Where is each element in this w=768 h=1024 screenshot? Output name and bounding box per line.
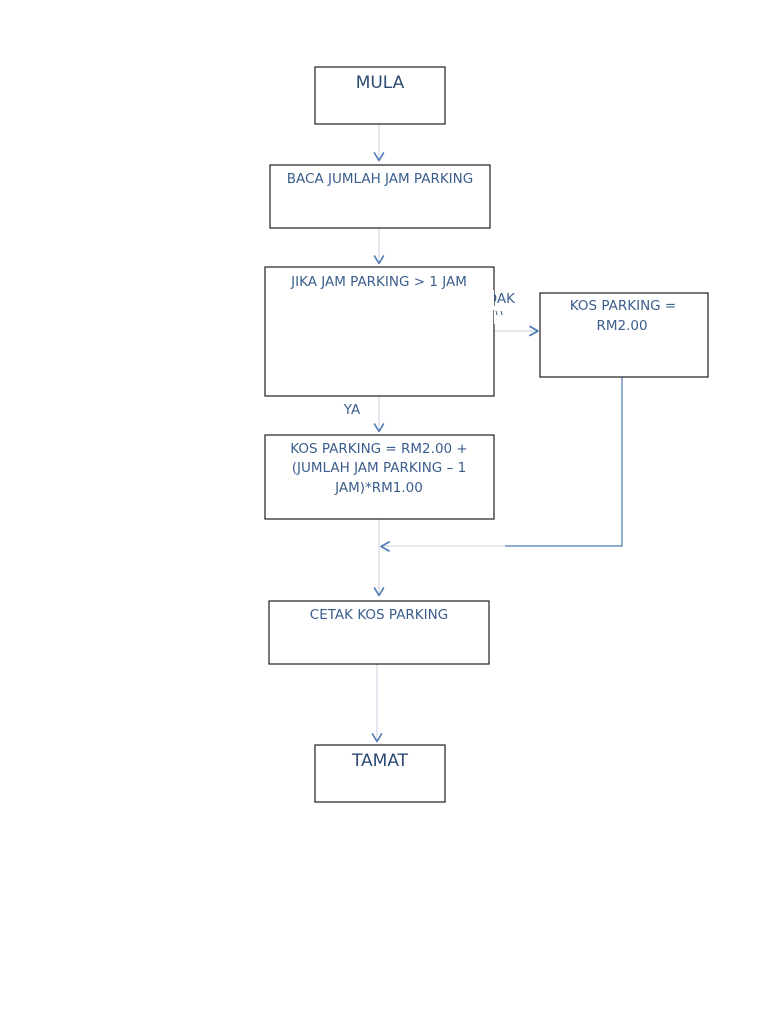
connectors: [376, 124, 623, 740]
arrowhead-right-icon: [529, 325, 539, 337]
node-decision: JIKA JAM PARKING > 1 JAM: [264, 266, 495, 397]
node-cost-calc: KOS PARKING = RM2.00 + (JUMLAH JAM PARKI…: [264, 434, 495, 520]
node-decision-label: JIKA JAM PARKING > 1 JAM: [290, 274, 467, 290]
arrowheads: [371, 152, 539, 743]
node-cost-flat-line-2: RM2.00: [596, 318, 647, 334]
node-read-hours-label: BACA JUMLAH JAM PARKING: [287, 171, 473, 187]
node-cost-calc-line-3: JAM)*RM1.00: [334, 480, 423, 496]
node-cost-flat: KOS PARKING = RM2.00: [539, 292, 709, 378]
node-print-cost-label: CETAK KOS PARKING: [310, 607, 448, 623]
arrowhead-down-icon: [373, 255, 385, 265]
node-start: MULA: [314, 66, 446, 125]
node-end-label: TAMAT: [351, 751, 409, 771]
arrowhead-down-icon: [373, 152, 385, 162]
edge-label-no-cover-lower: [494, 306, 518, 324]
edge-label-yes: YA: [343, 402, 361, 418]
node-read-hours: BACA JUMLAH JAM PARKING: [269, 164, 491, 229]
node-start-label: MULA: [356, 73, 405, 93]
node-cost-calc-line-2: (JUMLAH JAM PARKING – 1: [292, 460, 466, 476]
arrowhead-left-icon: [380, 541, 390, 552]
node-end: TAMAT: [314, 744, 446, 803]
connector-flat-to-merge: [505, 377, 623, 547]
node-print-cost: CETAK KOS PARKING: [268, 600, 490, 665]
node-cost-calc-line-1: KOS PARKING = RM2.00 +: [290, 441, 467, 457]
edge-label-no-cover: [458, 290, 494, 310]
edge-label-no-clip-marks: [495, 310, 503, 316]
arrowhead-down-icon: [373, 423, 385, 433]
node-cost-flat-line-1: KOS PARKING =: [570, 298, 677, 314]
arrowhead-down-icon: [373, 587, 385, 597]
arrowhead-down-icon: [371, 733, 383, 743]
